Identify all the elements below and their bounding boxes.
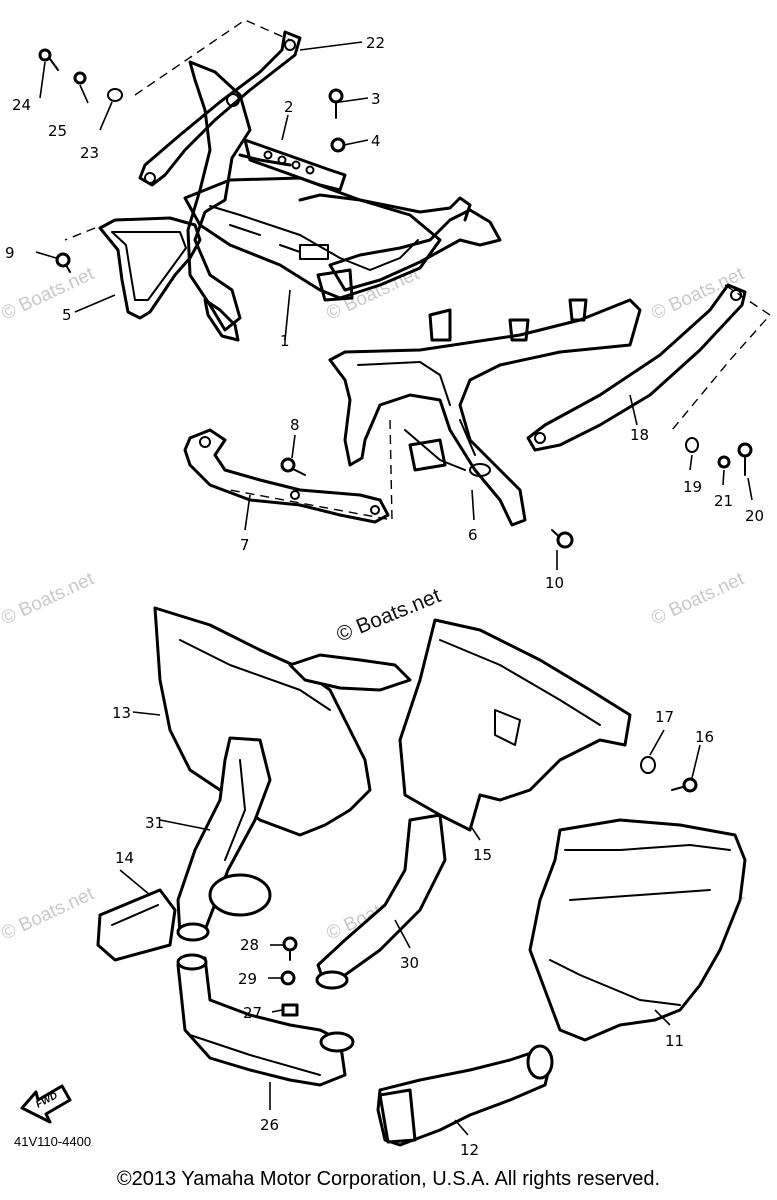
- leader-lines: [35, 41, 753, 1136]
- part-23-washer: [107, 88, 123, 102]
- part-17-washer: [640, 756, 656, 774]
- part-19-washer: [685, 437, 699, 453]
- part-14-duct-end: [96, 888, 177, 962]
- diagram-code: 41V110-4400: [14, 1134, 91, 1149]
- callout-30: 30: [400, 954, 419, 972]
- callout-10: 10: [545, 574, 564, 592]
- watermark: © Boats.net: [0, 263, 98, 324]
- callout-12: 12: [460, 1141, 479, 1159]
- part-9-bolt: [55, 252, 71, 273]
- callout-17: 17: [655, 708, 674, 726]
- callout-29: 29: [238, 970, 257, 988]
- part-15-right-cover: [398, 618, 632, 832]
- callout-20: 20: [745, 507, 764, 525]
- callout-22: 22: [366, 34, 385, 52]
- callout-25: 25: [48, 122, 67, 140]
- watermark: © Boats.net: [0, 568, 98, 629]
- callout-26: 26: [260, 1116, 279, 1134]
- part-26-duct-base: [176, 953, 355, 1087]
- part-24-bolt: [38, 48, 59, 71]
- part-10-bolt: [551, 529, 574, 549]
- watermark: © Boats.net: [0, 883, 98, 944]
- callout-19: 19: [683, 478, 702, 496]
- grommet: [208, 873, 272, 917]
- part-16-bolt: [671, 777, 698, 793]
- part-4-nut: [330, 137, 346, 153]
- callout-23: 23: [80, 144, 99, 162]
- assembly-guide-lines: [64, 19, 772, 521]
- callout-9: 9: [5, 244, 15, 262]
- callout-27: 27: [243, 1004, 262, 1022]
- part-20-bolt: [737, 442, 753, 476]
- callout-13: 13: [112, 704, 131, 722]
- copyright-notice: ©2013 Yamaha Motor Corporation, U.S.A. A…: [116, 1168, 661, 1190]
- callout-16: 16: [695, 728, 714, 746]
- callout-21: 21: [714, 492, 733, 510]
- part-21-washer: [717, 455, 731, 469]
- callout-14: 14: [115, 849, 134, 867]
- watermark-center: © Boats.net: [333, 584, 444, 647]
- callout-4: 4: [371, 132, 381, 150]
- part-25-washer: [73, 71, 87, 85]
- callout-3: 3: [371, 90, 381, 108]
- watermark: © Boats.net: [648, 568, 748, 629]
- callout-28: 28: [240, 936, 259, 954]
- callout-11: 11: [665, 1032, 684, 1050]
- part-18-side-stay: [526, 283, 747, 452]
- part-13-left-cover: [153, 606, 412, 837]
- callout-8: 8: [290, 416, 300, 434]
- callout-24: 24: [12, 96, 31, 114]
- callout-18: 18: [630, 426, 649, 444]
- part-11-side-cover: [528, 818, 747, 1042]
- callout-2: 2: [284, 98, 294, 116]
- part-7-lower-stay: [183, 428, 390, 524]
- part-31-air-duct: [176, 736, 272, 942]
- part-3-bolt: [328, 88, 344, 119]
- part-30-air-duct: [315, 813, 447, 990]
- part-8-bolt: [280, 457, 306, 476]
- part-27-clip: [281, 1003, 299, 1017]
- callout-numbers: 22 3 2 4 24 25 23 9 5 1 8 7 6 10 18 19 2…: [5, 34, 764, 1159]
- callout-5: 5: [62, 306, 72, 324]
- callout-31: 31: [145, 814, 164, 832]
- part-5-sub-frame: [98, 216, 202, 320]
- part-22-upper-stay: [138, 30, 302, 187]
- callout-15: 15: [473, 846, 492, 864]
- callout-7: 7: [240, 536, 250, 554]
- callout-1: 1: [280, 332, 290, 350]
- part-29-nut: [280, 970, 296, 986]
- callout-6: 6: [468, 526, 478, 544]
- forward-arrow-icon: FWD: [20, 1084, 72, 1124]
- part-12-air-scoop: [376, 1044, 554, 1147]
- part-6-rear-frame: [328, 298, 642, 527]
- part-28-bolt: [282, 936, 298, 961]
- part-2-bracket-plate: [243, 138, 347, 192]
- fasteners: [38, 48, 753, 1017]
